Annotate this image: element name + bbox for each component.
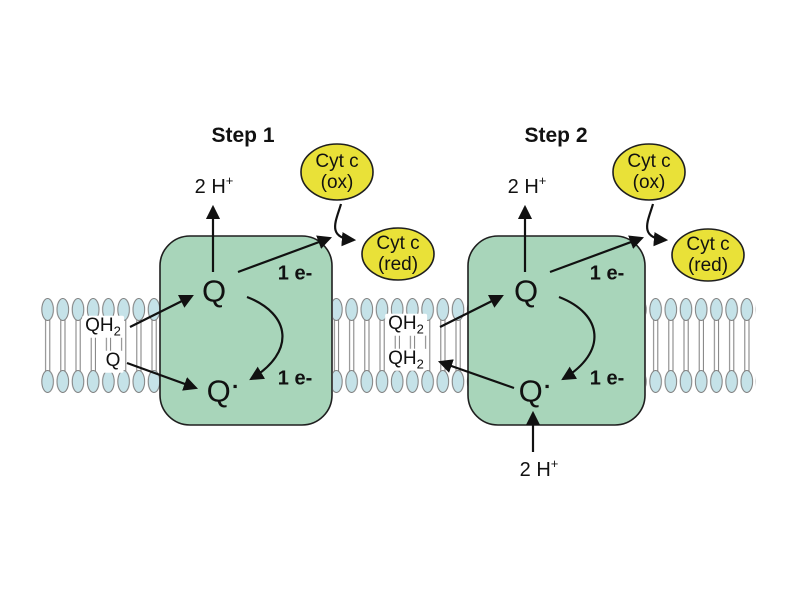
step2-qh2-bottom-base: QH [388,347,417,369]
membrane-left-segment [40,298,162,393]
arrow-qh2-to-q-step1 [129,295,194,328]
arrow-semiquinone-to-qh2-step2 [437,359,515,390]
arrow-electron-to-cytc-step2 [549,235,645,274]
step2-proton-out-sup: + [538,173,547,189]
step1-electron-bottom-label: 1 e- [277,367,313,390]
step1-electron-top-label: 1 e- [277,262,313,285]
step1-title: Step 1 [211,123,275,147]
step2-cytc-ox-label: Cyt c(ox) [627,151,670,193]
complex-step2 [467,235,646,426]
step2-membrane-qh2-top-label: QH2 [385,312,427,337]
arrow-cytc-ox-to-red-step2 [646,203,669,247]
step1-semiquinone-base: Q [206,373,231,409]
step1-cytc-ox-line2: (ox) [320,172,354,193]
step1-cytc-red-label: Cyt c(red) [376,233,419,275]
step2-proton-out-label: 2 H+ [508,174,547,198]
step2-semiquinone-radical-dot: ▪ [544,378,550,394]
step2-quinone-label: Q [513,273,539,309]
step2-proton-out-base: 2 H [507,175,539,198]
step1-qh2-sub: 2 [113,323,121,339]
step1-cytc-ox-label: Cyt c(ox) [315,151,358,193]
step2-cytc-red-label: Cyt c(red) [686,234,729,276]
cytc-red-oval-step2 [671,228,745,282]
step1-semiquinone-label: Q▪ [206,373,238,409]
step1-membrane-qh2-label: QH2 [82,314,124,339]
step2-proton-in-base: 2 H [519,458,551,481]
step2-cytc-red-line1: Cyt c [686,234,730,255]
step2-qh2-bottom-sub: 2 [416,356,424,372]
step1-cytc-red-line1: Cyt c [376,233,420,254]
step2-semiquinone-base: Q [518,373,543,409]
step2-cytc-ox-line2: (ox) [632,172,666,193]
step2-qh2-top-base: QH [388,312,417,334]
arrow-electron-q-to-semiquinone-step1 [246,295,284,381]
step1-quinone-label: Q [201,273,227,309]
arrow-cytc-ox-to-red-step1 [334,203,357,247]
arrow-electron-q-to-semiquinone-step2 [558,295,596,381]
step1-proton-out-sup: + [225,173,234,189]
step2-title: Step 2 [524,123,588,147]
arrow-electron-to-cytc-step1 [237,235,333,274]
step2-membrane-qh2-bottom-label: QH2 [385,347,427,372]
step2-proton-in-label: 2 H+ [520,457,559,481]
step2-proton-in-sup: + [550,456,559,472]
step1-cytc-red-line2: (red) [377,254,419,275]
cytc-ox-oval-step1 [300,143,374,201]
step1-proton-out-base: 2 H [194,175,226,198]
cytc-ox-oval-step2 [612,143,686,201]
step1-qh2-base: QH [85,314,114,336]
step2-cytc-red-line2: (red) [687,255,729,276]
step2-semiquinone-label: Q▪ [518,373,550,409]
membrane-right-segment [646,298,756,393]
step2-electron-top-label: 1 e- [589,262,625,285]
step2-cytc-ox-line1: Cyt c [627,151,671,172]
step1-cytc-ox-line1: Cyt c [315,151,359,172]
step1-qpool-base: Q [105,349,121,371]
cytc-red-oval-step1 [361,227,435,281]
step1-proton-out-label: 2 H+ [195,174,234,198]
step1-membrane-q-label: Q [102,349,124,374]
step2-qh2-top-sub: 2 [416,321,424,337]
arrow-qpool-to-semiquinone-step1 [126,361,199,391]
step1-semiquinone-radical-dot: ▪ [232,378,238,394]
arrow-qh2-to-q-step2 [439,295,504,328]
step2-electron-bottom-label: 1 e- [589,367,625,390]
complex-step1 [159,235,333,426]
